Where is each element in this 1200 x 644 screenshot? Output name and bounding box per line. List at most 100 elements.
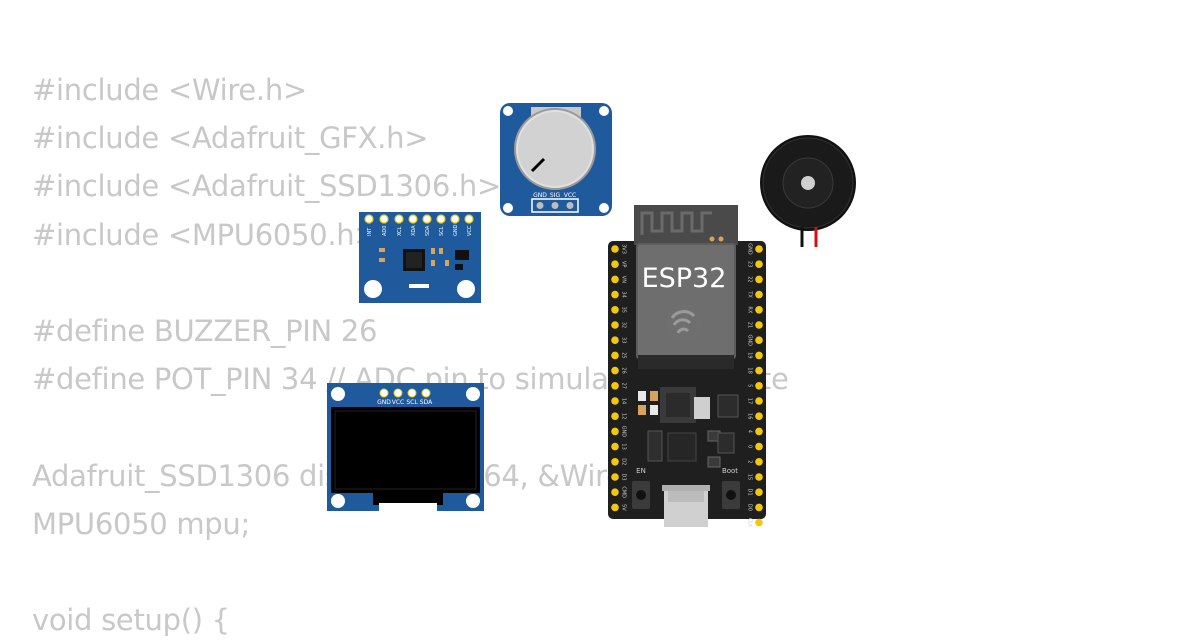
pin-label: GND (533, 192, 547, 199)
pin-label: 34 (621, 291, 627, 297)
header-pin[interactable] (611, 427, 619, 436)
pin-label: VP (621, 261, 627, 267)
header-pin[interactable] (611, 397, 619, 405)
header-pin[interactable] (755, 397, 763, 405)
svg-text:SDA: SDA (420, 399, 433, 406)
code-line: #define BUZZER_PIN 26 (32, 313, 378, 348)
header-pin[interactable] (611, 321, 619, 329)
pin-label: RX (747, 306, 753, 313)
svg-text:XCL: XCL (397, 226, 403, 236)
header-pin[interactable] (611, 382, 619, 390)
pin-label: GND (621, 426, 627, 438)
header-pin[interactable] (611, 503, 619, 512)
pin-label: 5V (621, 504, 627, 511)
header-pin[interactable] (755, 306, 763, 314)
header-pin[interactable] (611, 290, 619, 299)
en-label: EN (636, 467, 646, 475)
pin-label: VCC (564, 192, 576, 199)
header-pin[interactable] (611, 442, 619, 451)
pin-label: D2 (621, 458, 627, 465)
header-pin[interactable] (755, 351, 763, 360)
pin-label: CMD (621, 486, 627, 498)
svg-text:VCC: VCC (392, 399, 404, 406)
header-pin[interactable] (755, 503, 763, 512)
pin-label: 4 (747, 430, 753, 433)
svg-text:GND: GND (453, 224, 459, 236)
pin-label: SIG (550, 192, 561, 199)
pin-label: 13 (621, 443, 627, 449)
code-line: #include <MPU6050.h> (32, 217, 379, 252)
buzzer[interactable] (760, 135, 858, 250)
code-line: #include <Adafruit_GFX.h> (32, 121, 429, 156)
mpu6050-module[interactable]: INT AD0 XCL XDA SDA SCL GND VCC (359, 212, 481, 303)
pin-label: 0 (747, 445, 753, 448)
oled-display[interactable]: GND VCC SCL SDA (327, 383, 484, 511)
header-pin[interactable] (611, 366, 619, 375)
pin-label: D1 (747, 489, 753, 496)
pin-label: 21 (747, 322, 753, 328)
header-pin[interactable] (755, 245, 763, 253)
pin-label: 22 (747, 276, 753, 282)
header-pin[interactable] (755, 442, 763, 451)
potentiometer-module[interactable]: GND SIG VCC (500, 103, 612, 216)
header-pin[interactable] (755, 412, 763, 420)
header-pin[interactable] (755, 290, 763, 299)
header-pin[interactable] (755, 382, 763, 390)
svg-text:SCL: SCL (439, 226, 445, 236)
svg-text:XDA: XDA (411, 225, 417, 236)
header-pin[interactable] (611, 260, 619, 268)
pin-label: 33 (621, 337, 627, 343)
header-pin[interactable] (611, 275, 619, 284)
boot-label: Boot (722, 467, 738, 475)
pin-label: GND (747, 243, 753, 255)
header-pin[interactable] (755, 458, 763, 466)
svg-text:GND: GND (377, 399, 391, 406)
en-button (632, 481, 650, 509)
code-line: #include <Wire.h> (32, 73, 307, 107)
boot-button (722, 481, 740, 509)
header-pin[interactable] (755, 518, 763, 527)
code-line (32, 548, 789, 596)
pin-label: 5 (747, 384, 753, 387)
pin-label: 19 (747, 352, 753, 358)
header-pin[interactable] (755, 275, 763, 284)
esp32-label: ESP32 (642, 263, 727, 294)
header-pin[interactable] (611, 245, 619, 253)
pin-label: 12 (621, 413, 627, 419)
svg-text:SDA: SDA (425, 225, 431, 236)
pin-label: 3V3 (621, 244, 627, 254)
pin-label: GND (747, 334, 753, 346)
header-pin[interactable] (755, 336, 763, 344)
pin-label: D0 (747, 504, 753, 511)
header-pin[interactable] (611, 473, 619, 481)
pin-label: VN (621, 276, 627, 283)
header-pin[interactable] (611, 412, 619, 420)
header-pin[interactable] (611, 336, 619, 344)
pin-label: 27 (621, 383, 627, 389)
code-line: void setup() { (32, 603, 230, 638)
header-pin[interactable] (611, 351, 619, 360)
code-line: MPU6050 mpu; (32, 506, 250, 541)
pin-label: 32 (621, 322, 627, 328)
svg-text:SCL: SCL (406, 399, 418, 406)
pin-label: 14 (621, 398, 627, 404)
header-pin[interactable] (611, 458, 619, 466)
svg-text:VCC: VCC (467, 225, 473, 236)
header-pin[interactable] (611, 306, 619, 314)
espressif-logo-icon (665, 304, 703, 342)
header-pin[interactable] (755, 488, 763, 497)
pin-label: 15 (747, 474, 753, 480)
header-pin[interactable] (755, 366, 763, 375)
svg-text:AD0: AD0 (382, 226, 388, 236)
pin-label: 16 (747, 413, 753, 419)
pin-label: 23 (747, 261, 753, 267)
header-pin[interactable] (611, 488, 619, 497)
header-pin[interactable] (755, 321, 763, 329)
header-pin[interactable] (755, 260, 763, 268)
header-pin[interactable] (755, 473, 763, 481)
header-pin[interactable] (755, 427, 763, 436)
code-line: #include <Adafruit_SSD1306.h> (32, 169, 501, 204)
pin-label: 26 (621, 367, 627, 373)
pin-label: D3 (621, 473, 627, 480)
